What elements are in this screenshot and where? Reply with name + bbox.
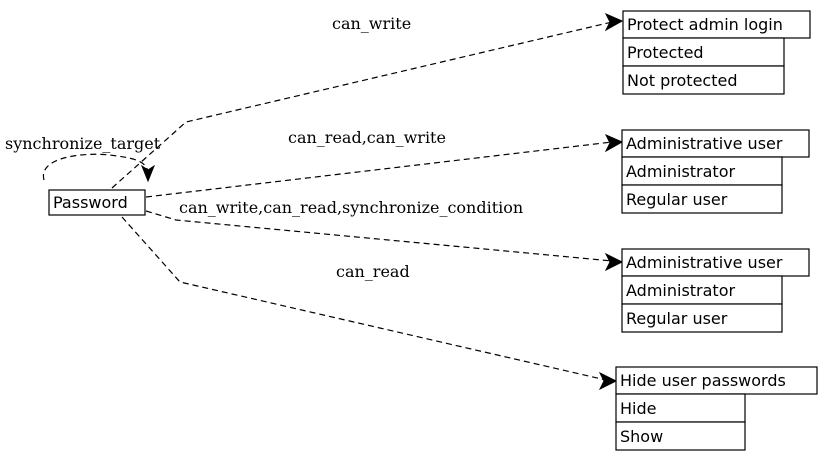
edge-label-can-read: can_read <box>336 262 410 281</box>
edge-label-synchronize-target: synchronize_target <box>5 134 161 153</box>
edge-synchronize-target-arrowhead <box>140 164 156 183</box>
edge-can-read <box>121 216 607 381</box>
edge-synchronize-target-loop <box>42 153 149 181</box>
target-option: Hide <box>620 399 656 418</box>
target-node-administrative-user-1[interactable]: Administrative user Administrator Regula… <box>621 129 810 214</box>
edge-can-read-arrowhead <box>598 371 618 391</box>
target-title: Administrative user <box>626 134 783 153</box>
edge-can-read-can-write <box>145 141 613 198</box>
target-option-box <box>621 303 783 333</box>
edge-can-write-arrowhead <box>604 12 624 32</box>
target-option-box <box>622 37 785 67</box>
target-option: Not protected <box>627 71 737 90</box>
edge-can-read-can-write-arrowhead <box>604 133 624 153</box>
target-option-box <box>621 184 783 214</box>
edge-label-can-read-can-write: can_read,can_write <box>288 128 446 147</box>
target-option: Regular user <box>626 309 728 328</box>
target-node-administrative-user-2[interactable]: Administrative user Administrator Regula… <box>621 248 810 333</box>
target-option: Administrator <box>626 281 735 300</box>
edge-label-can-write-can-read-synchronize-condition: can_write,can_read,synchronize_condition <box>179 198 523 217</box>
target-option-box <box>615 421 746 451</box>
source-node-box <box>48 189 146 216</box>
edge-can-write-can-read-synchronize-condition-arrowhead <box>604 252 624 272</box>
edge-can-write <box>111 21 613 189</box>
target-option-box <box>622 65 785 95</box>
target-option: Regular user <box>626 190 728 209</box>
target-title-box <box>621 129 810 158</box>
source-node-label: Password <box>53 193 128 212</box>
source-node-password[interactable]: Password <box>48 189 146 216</box>
target-node-protect-admin-login[interactable]: Protect admin login Protected Not protec… <box>622 10 811 95</box>
target-title-box <box>615 366 818 395</box>
edges <box>42 12 624 391</box>
edge-labels: can_write can_read,can_write can_write,c… <box>5 14 523 281</box>
target-option: Show <box>620 427 663 446</box>
target-title-box <box>621 248 810 277</box>
edge-can-write-can-read-synchronize-condition <box>145 210 613 262</box>
target-title: Hide user passwords <box>620 371 786 390</box>
target-option: Protected <box>627 43 704 62</box>
target-node-hide-user-passwords[interactable]: Hide user passwords Hide Show <box>615 366 818 451</box>
edge-label-can-write: can_write <box>332 14 411 33</box>
target-title: Administrative user <box>626 253 783 272</box>
target-option-box <box>621 275 783 305</box>
target-option: Administrator <box>626 162 735 181</box>
target-title: Protect admin login <box>627 15 783 34</box>
